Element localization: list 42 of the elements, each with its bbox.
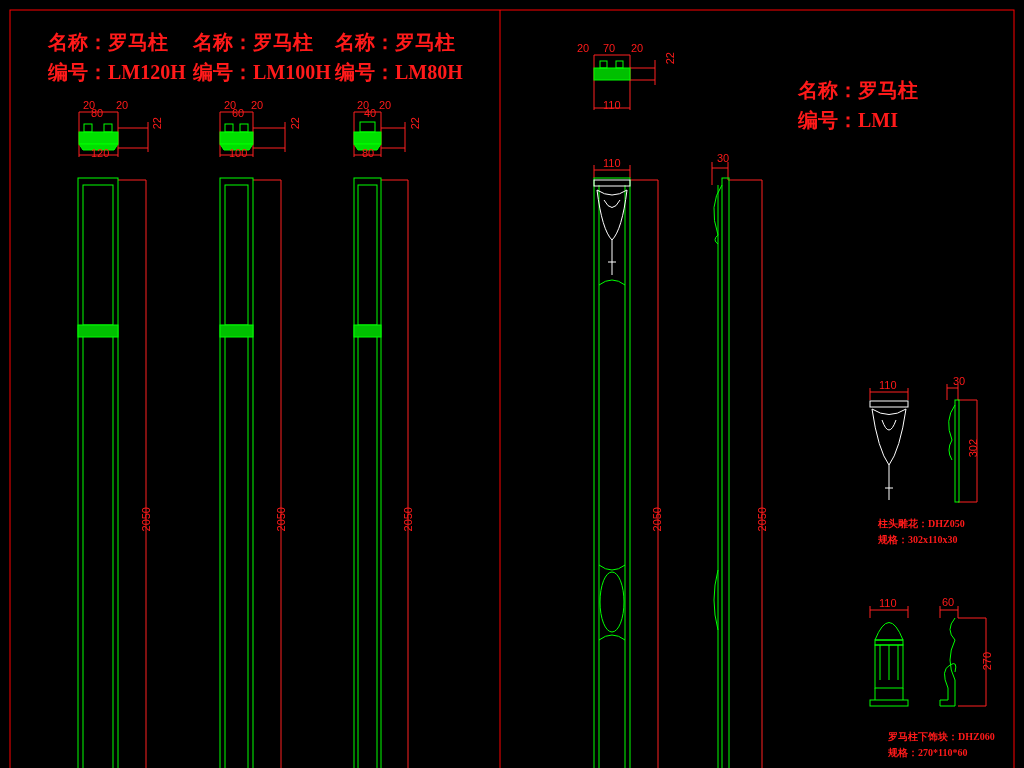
dimension-text: 80 xyxy=(362,148,375,159)
dimension-text: 60 xyxy=(232,108,245,119)
spec-text: 规格：302x110x30 xyxy=(878,535,958,545)
dimension-text: 22 xyxy=(665,52,676,65)
dimension-text: 2050 xyxy=(403,507,414,532)
title-text: 名称：罗马柱 xyxy=(193,32,313,52)
dimension-text: 302 xyxy=(968,439,979,458)
dimension-text: 110 xyxy=(603,158,621,169)
title-text: 编号：LM120H xyxy=(48,62,186,82)
title-text: 编号：LM100H xyxy=(193,62,331,82)
dimension-text: 70 xyxy=(603,43,616,54)
dimension-text: 120 xyxy=(91,148,110,159)
dimension-text: 22 xyxy=(290,117,301,130)
dimension-text: 2050 xyxy=(652,507,663,532)
dimension-text: 100 xyxy=(229,148,248,159)
dimension-text: 2050 xyxy=(276,507,287,532)
title-text: 名称：罗马柱 xyxy=(335,32,455,52)
spec-text: 罗马柱下饰块：DHZ060 xyxy=(888,732,995,742)
dimension-text: 60 xyxy=(942,597,955,608)
dimension-text: 30 xyxy=(953,376,966,387)
dimension-text: 30 xyxy=(717,153,730,164)
title-text: 编号：LMI xyxy=(798,110,898,130)
dimension-text: 80 xyxy=(91,108,104,119)
dimension-text: 20 xyxy=(251,100,264,111)
dimension-text: 270 xyxy=(982,652,993,671)
title-text: 名称：罗马柱 xyxy=(48,32,168,52)
spec-text: 规格：270*110*60 xyxy=(888,748,968,758)
dimension-text: 40 xyxy=(364,108,377,119)
dimension-text: 20 xyxy=(631,43,644,54)
dimension-text: 110 xyxy=(879,380,897,391)
dimension-text: 22 xyxy=(152,117,163,130)
dimension-text: 20 xyxy=(577,43,590,54)
title-text: 名称：罗马柱 xyxy=(798,80,918,100)
title-text: 编号：LM80H xyxy=(335,62,463,82)
dimension-text: 22 xyxy=(410,117,421,130)
dimension-text: 110 xyxy=(603,100,621,111)
dimension-text: 2050 xyxy=(757,507,768,532)
spec-text: 柱头雕花：DHZ050 xyxy=(878,519,965,529)
dimension-text: 20 xyxy=(379,100,392,111)
dimension-text: 2050 xyxy=(141,507,152,532)
dimension-text: 110 xyxy=(879,598,897,609)
dimension-text: 20 xyxy=(116,100,129,111)
